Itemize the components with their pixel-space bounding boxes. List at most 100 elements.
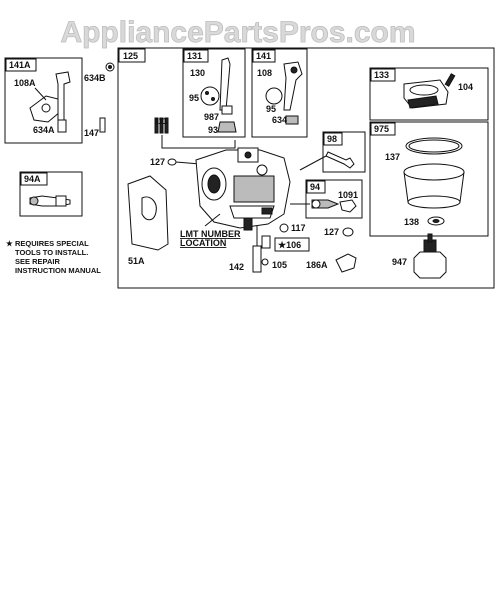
note-line-4: INSTRUCTION MANUAL [15, 266, 101, 275]
screw-111a-icon [154, 117, 159, 134]
screw-111b-icon [159, 117, 164, 134]
part-95a-label: 95 [189, 93, 199, 103]
box-131-tag [183, 49, 209, 63]
box-133-tag [370, 68, 396, 82]
jet-106-icon [261, 235, 271, 249]
tube-142-icon [252, 245, 262, 273]
lmt-line-1: LMT NUMBER [180, 229, 241, 239]
choke-shaft-icon [219, 57, 231, 111]
throttle-plate-icon [265, 87, 283, 105]
part-1091-label: 1091 [338, 190, 358, 200]
box-94A-frame [19, 171, 83, 217]
part-104-label: 104 [458, 82, 473, 92]
screw-93-icon [217, 121, 237, 133]
throttle-pivot-icon [290, 66, 298, 74]
part-95b-label: 95 [266, 104, 276, 114]
part-51A-label: 51A [128, 256, 145, 266]
box-94A-label: 94A [24, 174, 41, 184]
box-98-label: 98 [327, 134, 337, 144]
box-975-tag [370, 122, 396, 136]
gasket-137-icon [405, 137, 463, 155]
seal-634-icon [285, 115, 299, 125]
box-98: 98 [299, 131, 366, 173]
box-975-label: 975 [374, 124, 389, 134]
lever-hole-icon [41, 103, 51, 113]
screws-111: 111 [154, 116, 236, 149]
float-base-icon [407, 95, 439, 109]
box-94: 94 1091 [290, 179, 363, 219]
part-137-label: 137 [385, 152, 400, 162]
choke-hole-1-icon [205, 91, 209, 95]
box-98-frame [322, 131, 366, 173]
box-141: 141 108 95 634 [251, 48, 308, 138]
box-141-frame [251, 48, 308, 138]
box-131-label: 131 [187, 51, 202, 61]
box-975: 975 137 138 [369, 121, 489, 237]
leader-108A [34, 87, 47, 101]
choke-plate-icon [200, 86, 220, 106]
part-117-label: 117 [291, 223, 306, 233]
part-1091-icon [339, 199, 357, 213]
leader-98 [299, 155, 327, 171]
bowl-rim-icon [403, 163, 465, 181]
box-94A-tag [20, 172, 48, 186]
box-141-label: 141 [256, 51, 271, 61]
gasket-51A-hole-icon [141, 196, 157, 221]
part-186A-label: 186A [306, 260, 328, 270]
gasket-137-inner-icon [408, 139, 460, 153]
part-127a-label: 127 [150, 157, 165, 167]
box-141-tag [252, 49, 276, 63]
lmt-line-2: LOCATION [180, 238, 226, 248]
screw-98-icon [325, 151, 355, 169]
part-108-label: 108 [257, 68, 272, 78]
part-138-label: 138 [404, 217, 419, 227]
box-141A-frame [4, 57, 83, 144]
carburetor-body [195, 147, 291, 231]
part-634-label: 634 [272, 115, 287, 125]
box-125-tag [118, 48, 146, 63]
washer-138-hole-icon [432, 219, 440, 223]
box-141A-tag [5, 58, 37, 72]
leader-111 [161, 135, 236, 149]
part-634A-label: 634A [33, 125, 55, 135]
carb-top-screw-icon [244, 151, 252, 159]
part-111-label: 111 [154, 116, 168, 126]
note-star: ★ [6, 239, 14, 248]
bowl-bottom-icon [407, 195, 461, 209]
washer-105-icon [261, 258, 269, 266]
fitting-186A-icon [335, 253, 357, 273]
solenoid-terminal-icon [427, 233, 433, 243]
special-tools-note: ★ REQUIRES SPECIAL TOOLS TO INSTALL. SEE… [6, 239, 101, 275]
emulsion-tube: 142 105 [229, 226, 287, 273]
seal-987-icon [221, 105, 233, 115]
box-94A: 94A [19, 171, 83, 217]
part-127b-label: 127 [324, 227, 339, 237]
plug-127b-icon [342, 227, 354, 237]
part-147-label: 147 [84, 128, 99, 138]
box-131: 131 130 95 987 93 [182, 48, 246, 138]
part-130-label: 130 [190, 68, 205, 78]
part-105-label: 105 [272, 260, 287, 270]
carb-bore-icon [207, 174, 221, 194]
needle-spring-icon [29, 196, 39, 206]
choke-hole-2-icon [211, 97, 215, 101]
nut-117-icon [279, 223, 289, 233]
carb-center-block-icon [233, 175, 275, 203]
spring-94-icon [311, 199, 321, 209]
note-line-3: SEE REPAIR [15, 257, 60, 266]
box-98-tag [323, 132, 343, 146]
carb-side-nut-icon [261, 207, 273, 215]
gasket-51A: 51A [127, 175, 169, 266]
part-142-label: 142 [229, 262, 244, 272]
box-141A-label: 141A [9, 60, 31, 70]
part-634B-label: 634B [84, 73, 106, 83]
solenoid-body-icon [413, 251, 447, 279]
lmt-leader [204, 213, 221, 227]
note-line-1: REQUIRES SPECIAL [15, 239, 89, 248]
screw-147-icon [99, 117, 106, 133]
washer-634B-hole-icon [108, 65, 112, 69]
part-947-label: 947 [392, 257, 407, 267]
box-125-label: 125 [123, 51, 138, 61]
box-131-frame [182, 48, 246, 138]
box-133-frame [369, 67, 489, 121]
